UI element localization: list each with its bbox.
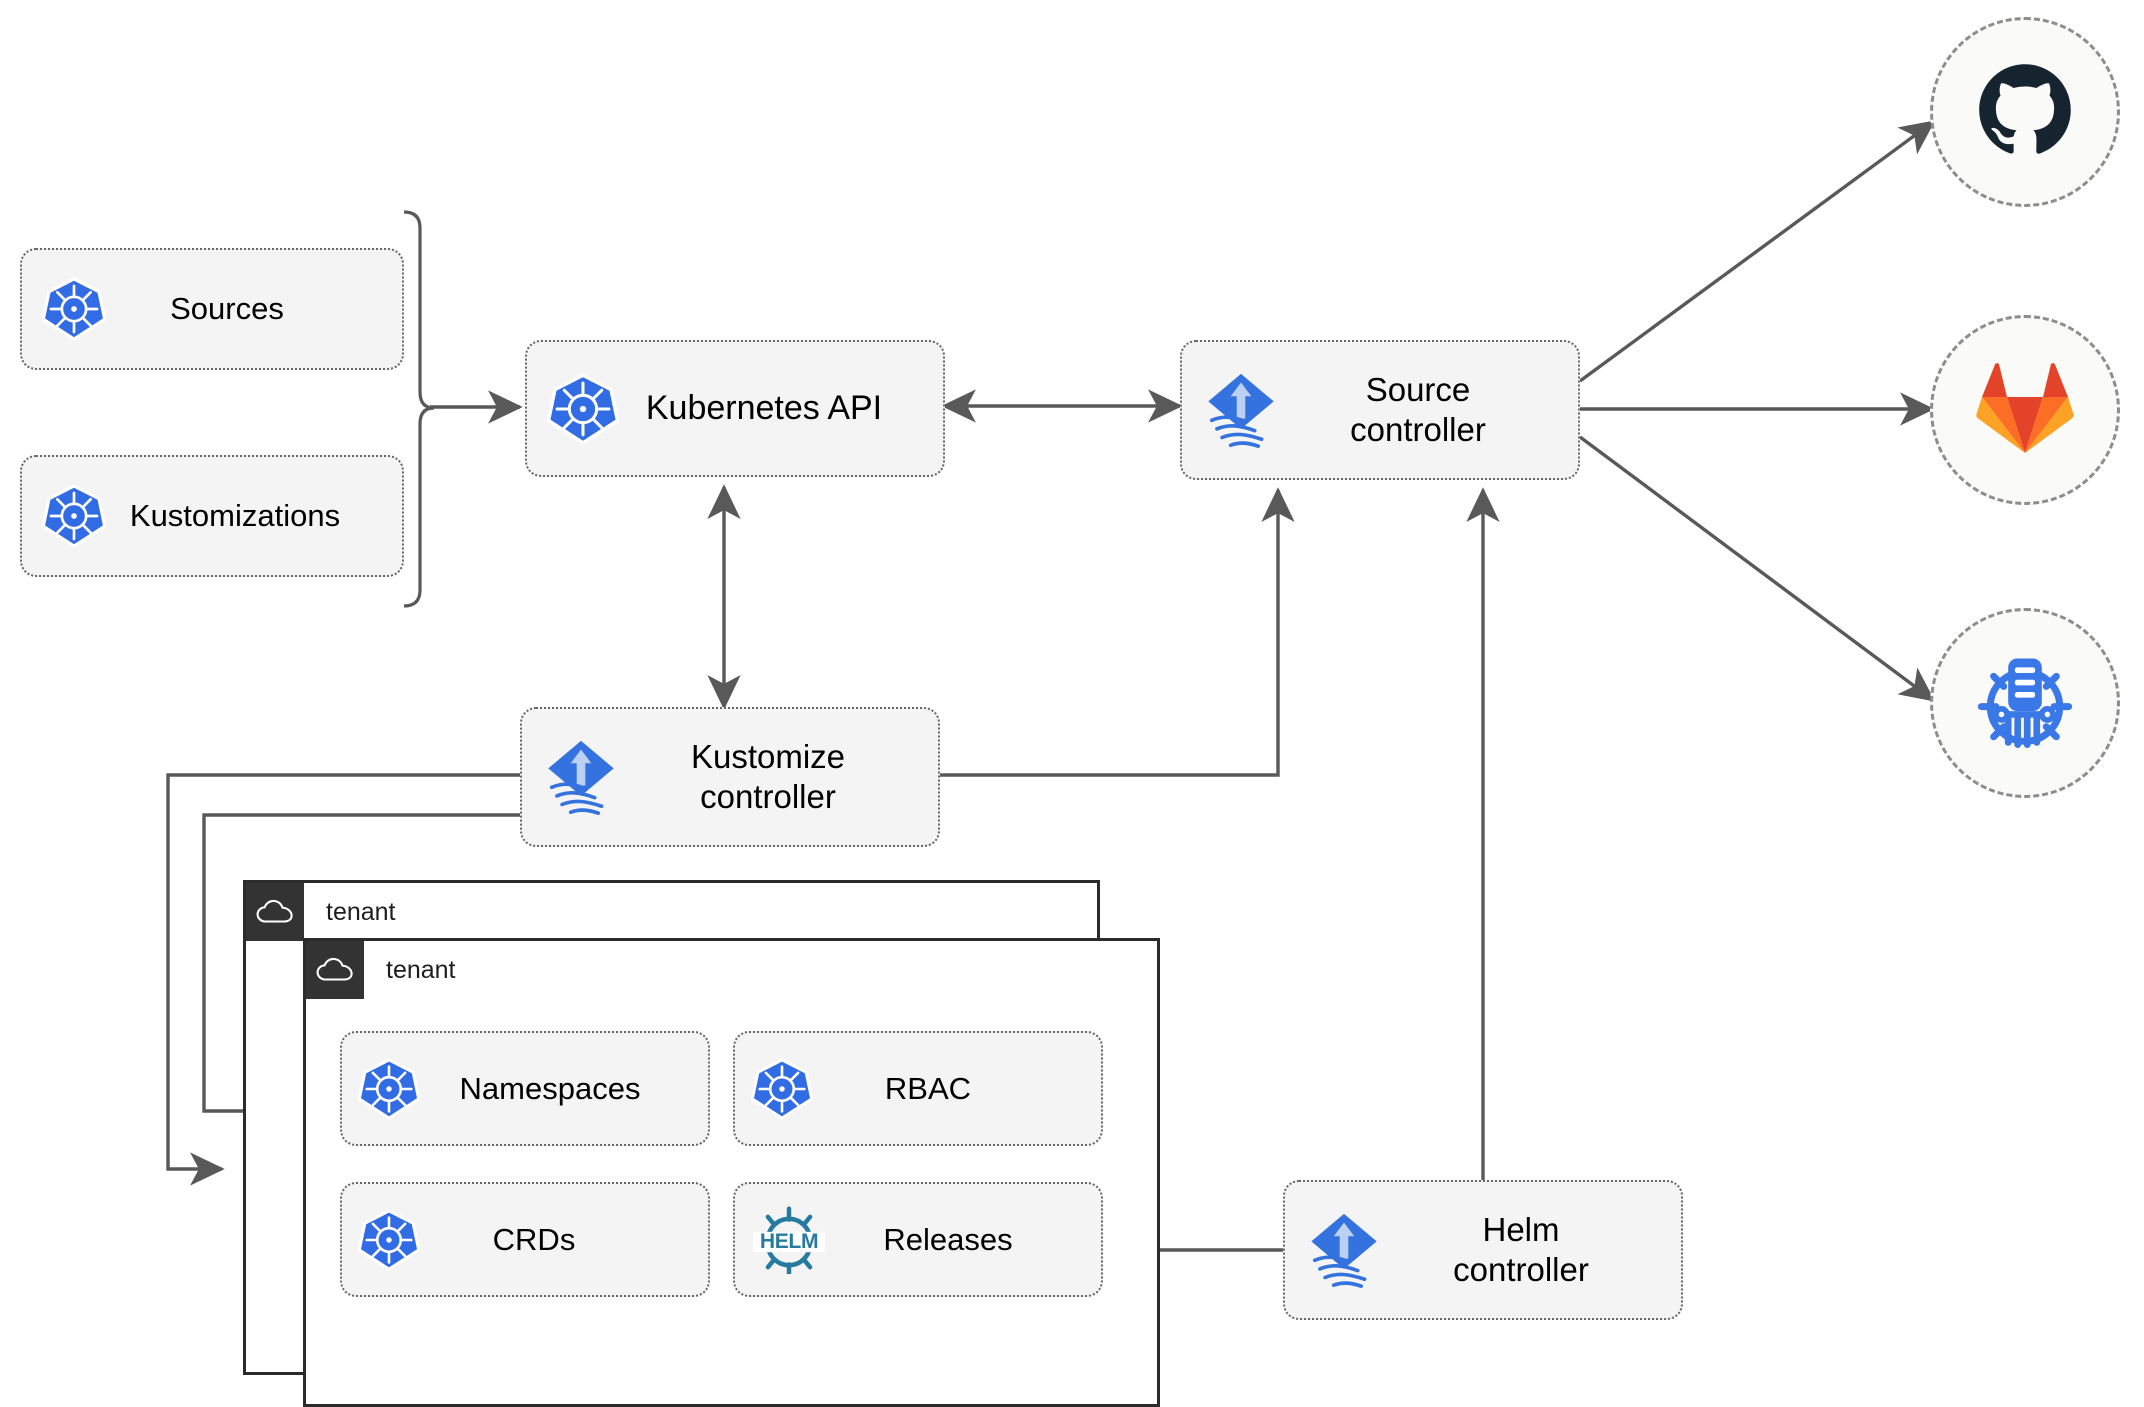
- kubernetes-icon: [42, 277, 106, 341]
- external-chart-repository[interactable]: [1930, 608, 2120, 798]
- tenant-window-inner[interactable]: tenant: [303, 938, 1160, 1407]
- tenant-label: tenant: [326, 897, 396, 926]
- node-kustomizations[interactable]: Kustomizations: [20, 455, 404, 577]
- node-label: Releases: [883, 1221, 1013, 1257]
- svg-text:HELM: HELM: [760, 1230, 818, 1253]
- cloud-icon: [246, 883, 304, 941]
- gitlab-icon: [1975, 360, 2075, 461]
- kubernetes-icon: [547, 372, 619, 445]
- node-label: RBAC: [884, 1070, 972, 1106]
- bracket-connector: [403, 210, 435, 608]
- kubernetes-icon: [358, 1057, 420, 1120]
- wire-source-to-chart-repository: [1578, 435, 1936, 702]
- node-namespaces[interactable]: Namespaces: [340, 1031, 710, 1146]
- tenant-header: tenant: [246, 883, 396, 941]
- tenant-header: tenant: [306, 941, 456, 999]
- wire-source-to-github: [1578, 120, 1936, 383]
- node-kubernetes-api[interactable]: Kubernetes API: [525, 340, 945, 477]
- kubernetes-icon: [358, 1208, 420, 1271]
- wire-kustomize-to-source: [940, 487, 1295, 777]
- flux-icon: [1198, 367, 1284, 453]
- flux-icon: [1301, 1207, 1387, 1293]
- node-label: Helm controller: [1453, 1210, 1589, 1288]
- node-label: Kustomizations: [129, 498, 341, 534]
- kubernetes-icon: [751, 1057, 813, 1120]
- helm-icon: HELM: [751, 1205, 827, 1274]
- flux-icon: [538, 734, 624, 820]
- node-label: Kustomize controller: [690, 737, 846, 815]
- node-kustomize-controller[interactable]: Kustomize controller: [520, 707, 940, 847]
- github-icon: [1973, 58, 2077, 167]
- node-label: Namespaces: [459, 1070, 641, 1106]
- cloud-icon: [306, 941, 364, 999]
- chart-repository-icon: [1969, 645, 2081, 762]
- node-helm-controller[interactable]: Helm controller: [1283, 1180, 1683, 1320]
- node-label: Sources: [170, 291, 284, 327]
- kubernetes-icon: [42, 484, 106, 548]
- node-label: Source controller: [1350, 370, 1486, 448]
- tenant-label: tenant: [386, 955, 456, 984]
- node-releases[interactable]: HELM Releases: [733, 1182, 1103, 1297]
- node-crds[interactable]: CRDs: [340, 1182, 710, 1297]
- node-rbac[interactable]: RBAC: [733, 1031, 1103, 1146]
- external-github[interactable]: [1930, 17, 2120, 207]
- external-gitlab[interactable]: [1930, 315, 2120, 505]
- node-label: Kubernetes API: [645, 388, 883, 427]
- node-source-controller[interactable]: Source controller: [1180, 340, 1580, 480]
- node-sources[interactable]: Sources: [20, 248, 404, 370]
- node-label: CRDs: [492, 1221, 576, 1257]
